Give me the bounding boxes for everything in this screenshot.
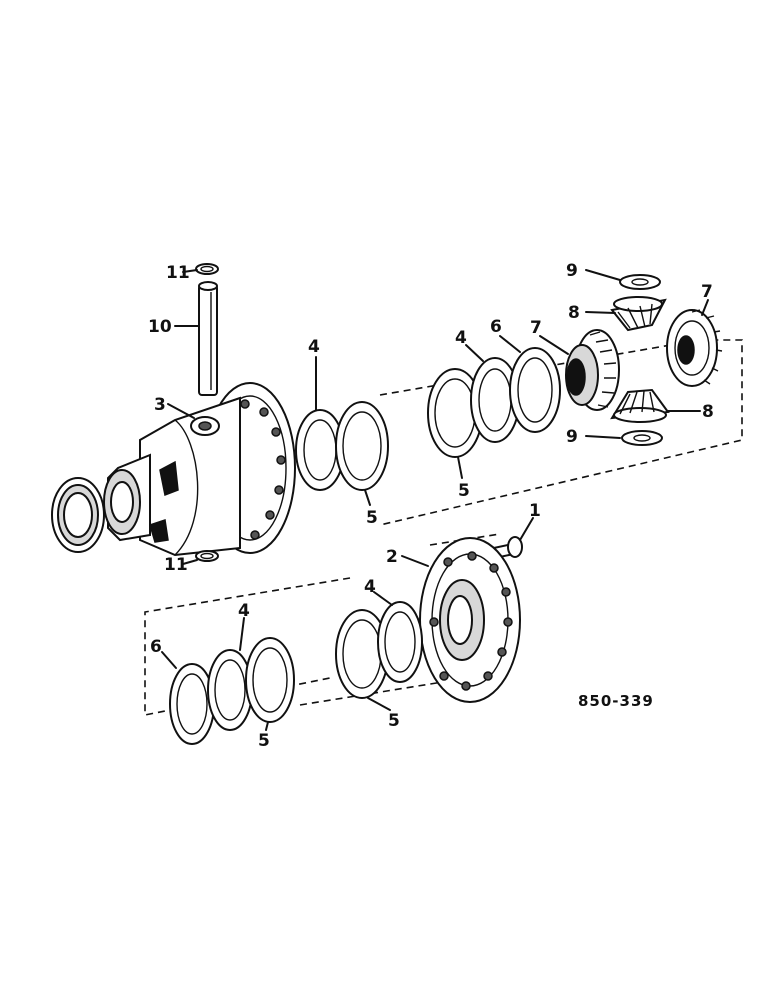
friction-disc-5-lower-left	[245, 637, 295, 723]
pinion-washer-9-upper	[619, 274, 661, 290]
pinion-gear-8-lower	[610, 388, 670, 423]
callout-8-lower: 8	[702, 402, 714, 422]
callout-11-upper: 11	[166, 263, 190, 283]
callout-6-upper: 6	[490, 317, 502, 337]
callout-8-upper: 8	[568, 303, 580, 323]
case-flange-bolt-holes	[240, 399, 286, 540]
o-ring-lower	[195, 550, 219, 562]
pinion-gear-8-upper	[610, 296, 667, 332]
bearing-cup	[51, 477, 105, 553]
callout-5-upper-right: 5	[458, 481, 470, 501]
thrust-washer-6-upper	[509, 347, 561, 433]
callout-1: 1	[529, 501, 541, 521]
callout-4-lower-left: 4	[238, 601, 250, 621]
callout-7-upper: 7	[530, 318, 542, 338]
figure-code: 850-339	[578, 692, 654, 710]
thrust-washer-6-lower	[169, 663, 215, 745]
cross-pin	[198, 281, 218, 396]
side-gear-7-right	[666, 309, 723, 387]
callout-7-right: 7	[701, 282, 713, 302]
friction-disc-5-upper-left	[335, 401, 389, 491]
callout-11-lower: 11	[164, 555, 188, 575]
callout-10: 10	[148, 317, 172, 337]
side-gear-7-upper	[565, 329, 620, 411]
callout-labels: 11 10 3 11 4 5 4 5 6 7 7 8 8 9 9 1 2 4 6…	[148, 261, 714, 751]
callout-9-lower: 9	[566, 427, 578, 447]
o-ring-upper	[195, 263, 219, 275]
leader-lines	[161, 269, 709, 731]
case-cover-2	[419, 537, 521, 703]
callout-5-lower-left: 5	[258, 731, 270, 751]
callout-6-lower: 6	[150, 637, 162, 657]
callout-2: 2	[386, 547, 398, 567]
separator-plate-4-lower-left	[207, 649, 253, 731]
cover-bolt-holes	[429, 551, 513, 691]
callout-4-upper-left: 4	[308, 337, 320, 357]
differential-case	[103, 382, 296, 557]
callout-5-upper-left: 5	[366, 508, 378, 528]
callout-4-upper-right: 4	[455, 328, 467, 348]
callout-9-upper: 9	[566, 261, 578, 281]
pinion-washer-9-lower	[621, 430, 663, 446]
callout-5-lower-right: 5	[388, 711, 400, 731]
callout-4-lower-right: 4	[364, 577, 376, 597]
callout-3: 3	[154, 395, 166, 415]
separator-plate-4-lower-right	[377, 601, 423, 683]
